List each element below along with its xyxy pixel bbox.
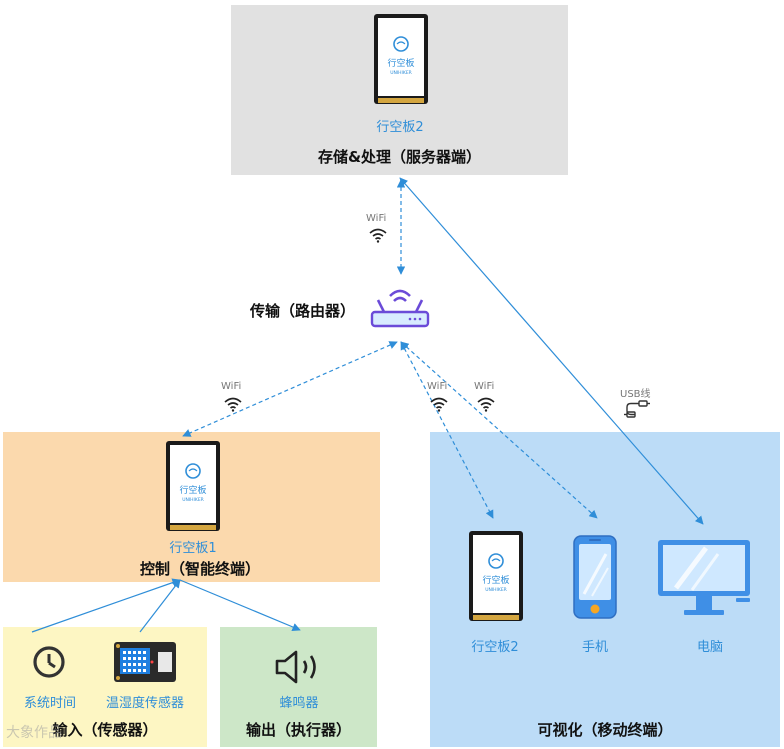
board-text-en: UNIHIKER	[390, 70, 412, 76]
unihiker-board-icon: 行空板 UNIHIKER	[469, 531, 523, 621]
output-item-buzzer: 蜂鸣器	[279, 696, 319, 711]
wifi-icon	[224, 397, 242, 412]
link-router-control	[182, 341, 398, 437]
speaker-icon	[275, 650, 316, 684]
wifi-icon	[369, 228, 387, 243]
wifi-label-phone: WiFi	[474, 381, 495, 392]
board-text: 行空板	[179, 484, 206, 496]
board-text: 行空板	[387, 57, 414, 69]
output-title: 输出（执行器）	[245, 721, 351, 739]
visual-item-phone: 手机	[581, 640, 608, 655]
visual-item-board: 行空板2	[471, 640, 519, 655]
link-server-computer	[399, 177, 704, 525]
input-item-sensor: 温湿度传感器	[105, 696, 184, 711]
wifi-label-control: WiFi	[221, 381, 242, 392]
usb-label: USB线	[620, 389, 651, 400]
unihiker-board-icon: 行空板 UNIHIKER	[374, 14, 428, 104]
input-title: 输入（传感器）	[52, 721, 158, 739]
wifi-icon	[477, 397, 495, 412]
link-control-buzzer	[179, 579, 301, 631]
clock-icon	[33, 646, 65, 678]
link-router-phone	[400, 341, 598, 519]
wifi-icon	[430, 397, 448, 412]
unihiker-board-icon: 行空板 UNIHIKER	[166, 441, 220, 531]
usb-cable-icon	[624, 400, 650, 418]
wifi-label-visual-board: WiFi	[427, 381, 448, 392]
phone-icon	[573, 535, 617, 619]
visual-title: 可视化（移动终端）	[537, 721, 673, 739]
monitor-icon	[658, 540, 750, 615]
output-panel	[220, 627, 377, 747]
link-control-clock	[31, 578, 181, 633]
board-text-en: UNIHIKER	[182, 497, 204, 503]
router-title: 传输（路由器）	[250, 302, 356, 320]
server-device-label: 行空板2	[376, 120, 424, 135]
link-control-sensor	[139, 579, 181, 633]
control-device-label: 行空板1	[169, 541, 217, 556]
router-icon	[370, 289, 430, 328]
watermark: 大象作品	[6, 725, 62, 741]
board-text-en: UNIHIKER	[485, 587, 507, 593]
control-title: 控制（智能终端）	[139, 560, 260, 578]
board-text: 行空板	[482, 574, 509, 586]
input-item-clock: 系统时间	[23, 696, 76, 711]
temperature-humidity-sensor-icon	[114, 642, 176, 682]
visual-item-computer: 电脑	[696, 640, 723, 655]
wifi-label-server: WiFi	[366, 213, 387, 224]
server-title: 存储&处理（服务器端）	[317, 148, 482, 166]
link-router-visual-board	[400, 341, 494, 519]
